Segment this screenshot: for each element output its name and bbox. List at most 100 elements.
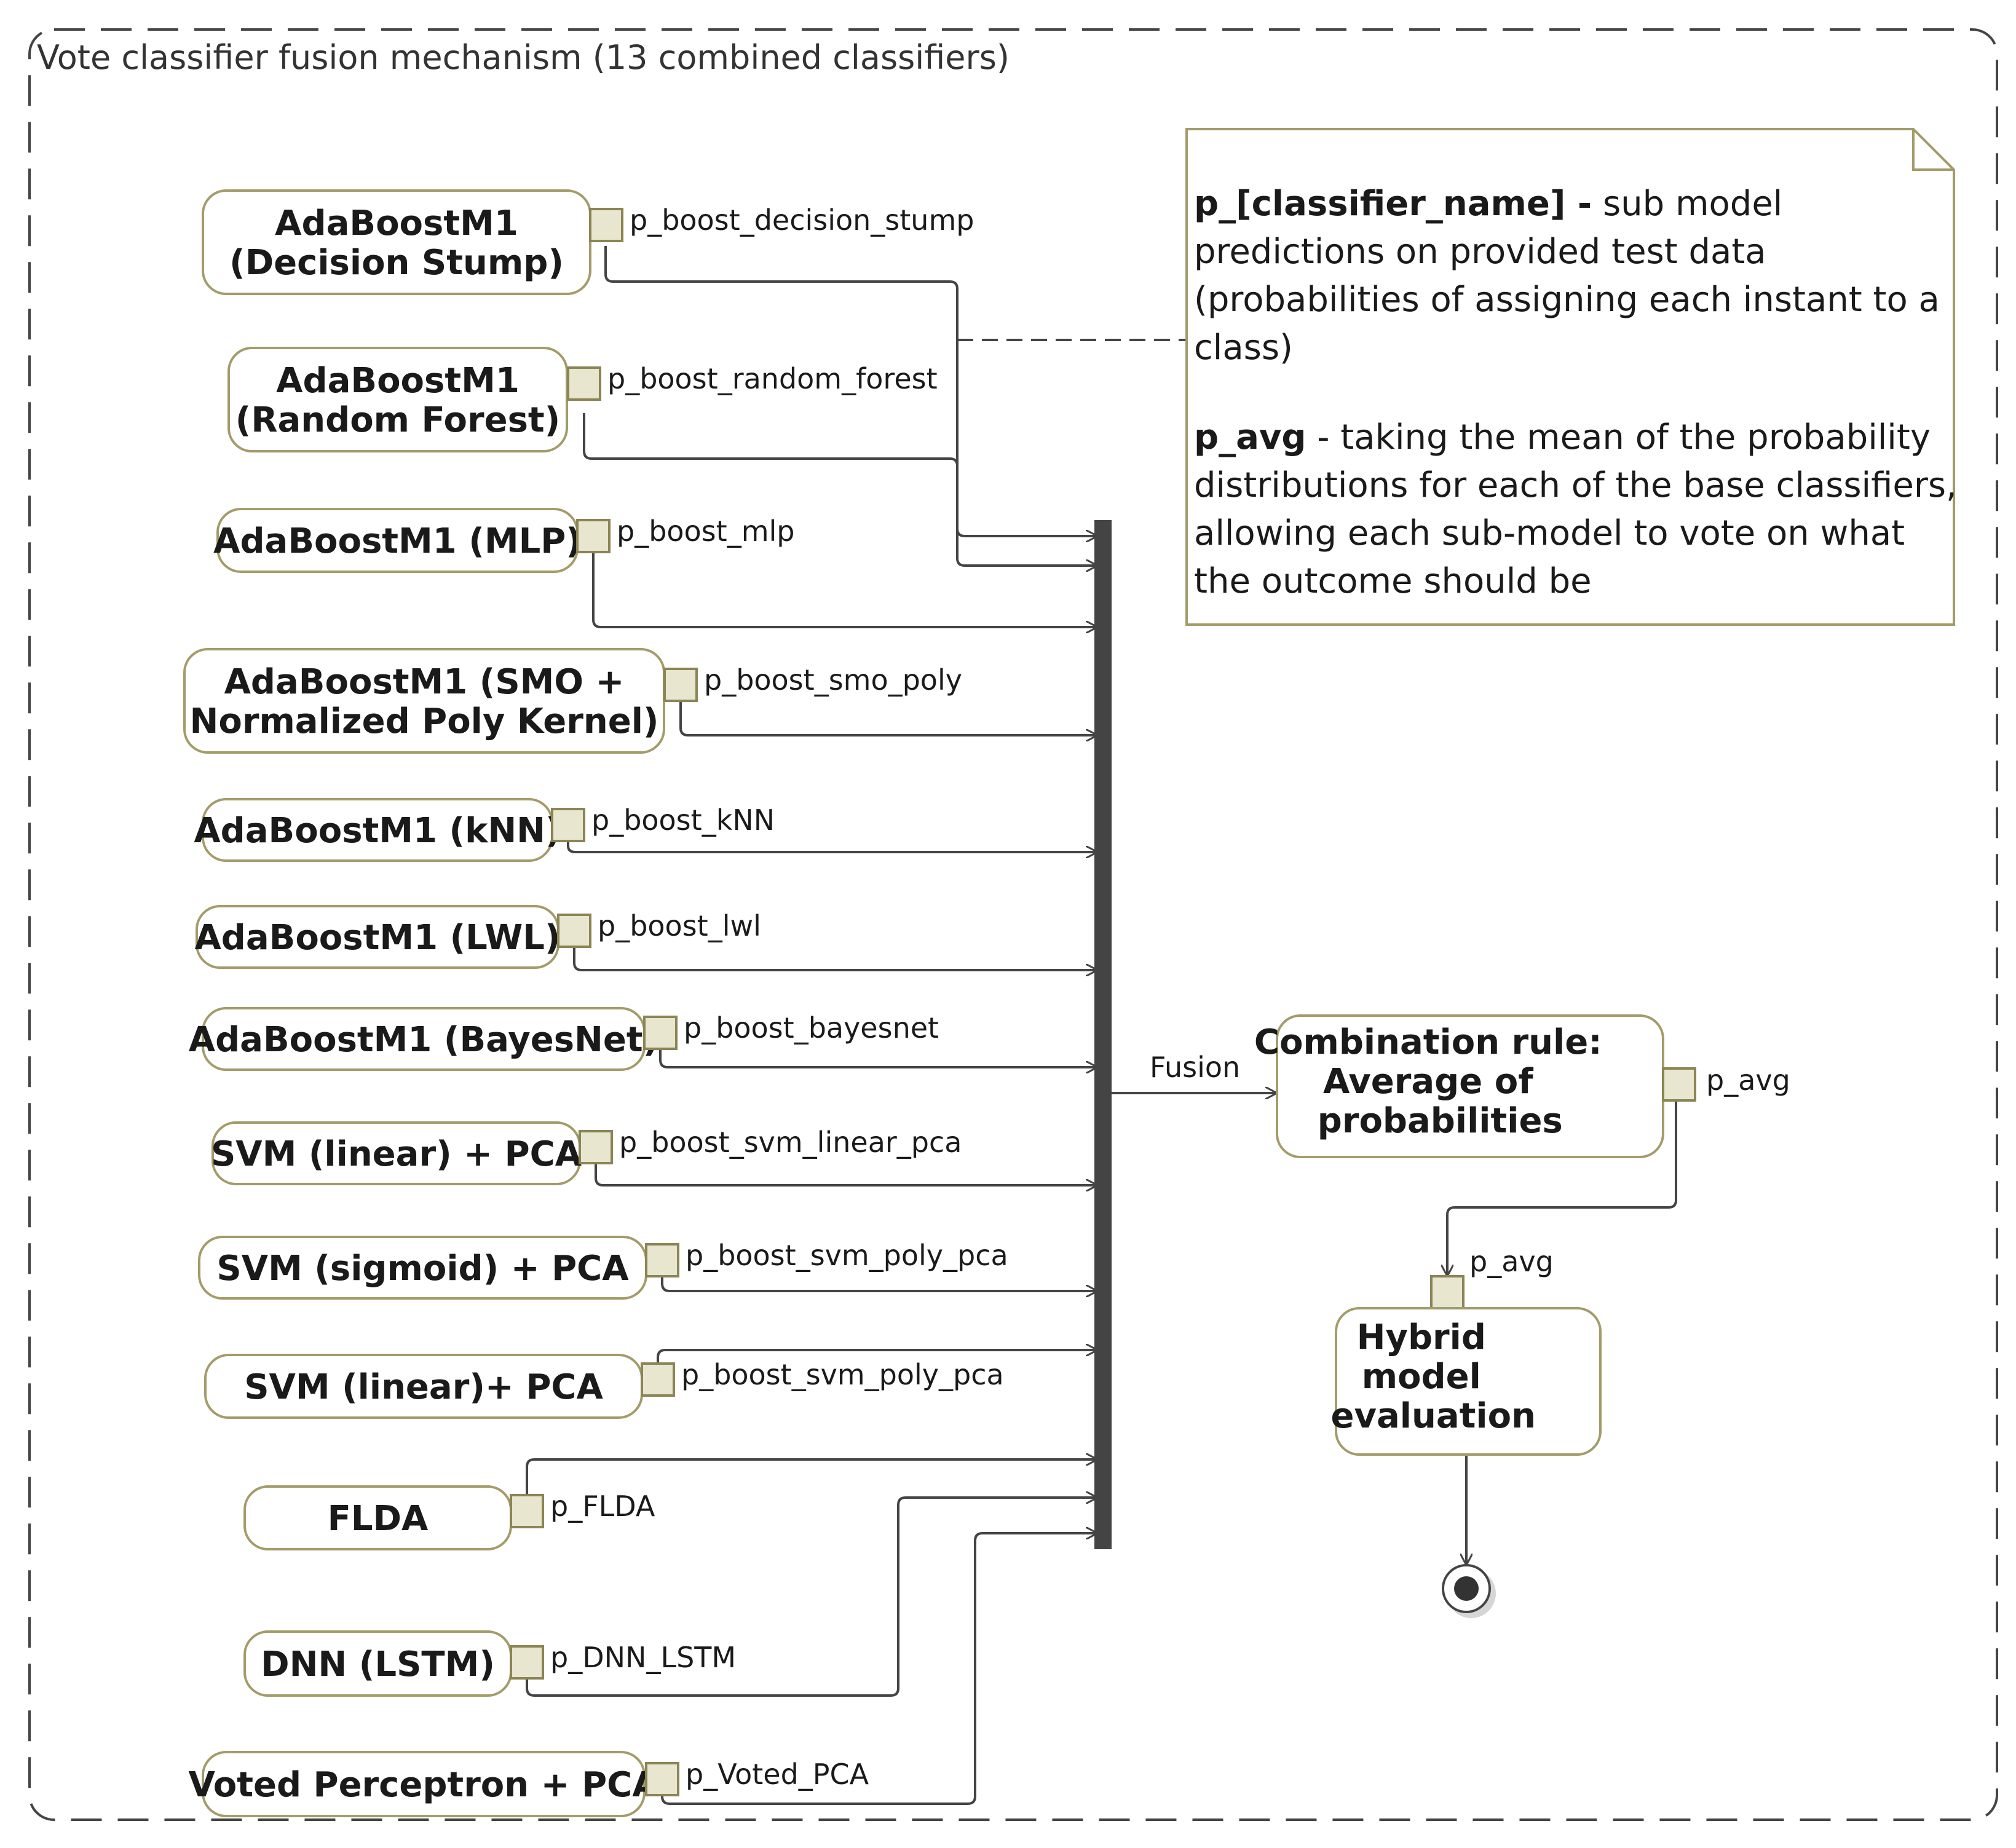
- classifier-3-node[interactable]: AdaBoostM1 (MLP): [213, 508, 582, 573]
- classifier-4-node[interactable]: AdaBoostM1 (SMO +Normalized Poly Kernel): [183, 648, 665, 754]
- classifier-3-output-pin[interactable]: [576, 519, 611, 553]
- edge-flda: [526, 1459, 1097, 1495]
- classifier-12-pin-label: p_DNN_LSTM: [550, 1641, 736, 1674]
- classifier-10-label-line: SVM (linear)+ PCA: [244, 1367, 603, 1407]
- classifier-1-node[interactable]: AdaBoostM1(Decision Stump): [202, 189, 591, 295]
- classifier-9-pin-label: p_boost_svm_poly_pca: [686, 1239, 1008, 1272]
- fork-bar: [1094, 520, 1112, 1549]
- classifier-5-label: AdaBoostM1 (kNN): [194, 811, 561, 851]
- final-node: [1442, 1564, 1496, 1618]
- note-line-5-rest: - taking the mean of the probability: [1306, 417, 1931, 457]
- note-line-5: p_avg - taking the mean of the probabili…: [1194, 417, 1931, 457]
- edge-svm-linear-pca-2: [657, 1350, 1097, 1364]
- classifier-10-node[interactable]: SVM (linear)+ PCA: [204, 1354, 643, 1419]
- edges: [526, 246, 1677, 1805]
- classifier-5-output-pin[interactable]: [551, 808, 585, 842]
- classifier-7-pin-label: p_boost_bayesnet: [684, 1011, 939, 1044]
- note-line-1-rest: sub model: [1592, 184, 1782, 224]
- note-line-2: predictions on provided test data: [1194, 232, 1766, 272]
- classifier-3-pin-label: p_boost_mlp: [617, 515, 794, 548]
- classifier-12-output-pin[interactable]: [510, 1645, 544, 1680]
- classifier-7-output-pin[interactable]: [643, 1016, 678, 1050]
- edge-combination-to-evaluation: [1447, 1100, 1677, 1276]
- classifier-12-node[interactable]: DNN (LSTM): [243, 1630, 512, 1697]
- classifier-10-label: SVM (linear)+ PCA: [244, 1367, 603, 1407]
- classifier-6-label: AdaBoostM1 (LWL): [194, 918, 560, 958]
- classifier-11-node[interactable]: FLDA: [243, 1485, 512, 1550]
- classifier-6-node[interactable]: AdaBoostM1 (LWL): [194, 905, 561, 969]
- classifier-7-label: AdaBoostM1 (BayesNet): [189, 1020, 659, 1060]
- edge-bayesnet: [659, 1049, 1097, 1067]
- edge-random-forest: [583, 413, 1097, 566]
- note-line-6: distributions for each of the base class…: [1194, 465, 1957, 505]
- note-line-3: (probabilities of assigning each instant…: [1194, 280, 1940, 320]
- classifier-8-node[interactable]: SVM (linear) + PCA: [211, 1121, 582, 1185]
- classifier-2-label-line: (Random Forest): [235, 400, 561, 440]
- classifier-2-output-pin[interactable]: [567, 366, 601, 401]
- evaluation-input-pin[interactable]: [1430, 1275, 1465, 1309]
- fusion-label: Fusion: [1150, 1051, 1240, 1084]
- note-term-classifier: p_[classifier_name] -: [1194, 184, 1592, 224]
- note-line-4: class): [1194, 328, 1293, 368]
- classifier-13-box: [202, 1751, 646, 1817]
- evaluation-node[interactable]: Hybrid model evaluation: [0, 0, 1602, 1456]
- note-line-1: p_[classifier_name] - sub model: [1194, 184, 1782, 224]
- classifier-7-label-line: AdaBoostM1 (BayesNet): [189, 1020, 659, 1060]
- classifier-1-output-pin[interactable]: [589, 208, 623, 242]
- classifier-1-pin-label: p_boost_decision_stump: [630, 203, 974, 237]
- classifier-8-pin-label: p_boost_svm_linear_pca: [619, 1126, 962, 1159]
- note-fold: [1912, 129, 1954, 171]
- edge-mlp: [592, 552, 1097, 627]
- note-term-avg: p_avg: [1194, 417, 1306, 457]
- classifier-6-output-pin[interactable]: [557, 914, 591, 948]
- classifier-9-label-line: SVM (sigmoid) + PCA: [216, 1249, 629, 1289]
- classifier-1-label-line: (Decision Stump): [229, 243, 564, 283]
- classifier-2-label: AdaBoostM1(Random Forest): [235, 361, 561, 440]
- edge-decision-stump: [604, 246, 1097, 536]
- frame-border: [28, 28, 1998, 1821]
- classifier-4-label: AdaBoostM1 (SMO +Normalized Poly Kernel): [190, 662, 659, 741]
- classifier-13-node[interactable]: Voted Perceptron + PCA: [188, 1751, 659, 1817]
- classifier-3-label-line: AdaBoostM1 (MLP): [213, 521, 582, 561]
- classifier-9-output-pin[interactable]: [645, 1243, 679, 1277]
- classifier-9-node[interactable]: SVM (sigmoid) + PCA: [198, 1236, 647, 1300]
- classifier-13-label-line: Voted Perceptron + PCA: [188, 1765, 659, 1805]
- classifier-2-label-line: AdaBoostM1: [276, 361, 520, 401]
- note: p_[classifier_name] - sub model predicti…: [1185, 128, 1957, 626]
- classifier-13-pin-label: p_Voted_PCA: [686, 1758, 869, 1791]
- classifier-4-output-pin[interactable]: [663, 668, 698, 702]
- classifier-4-pin-label: p_boost_smo_poly: [704, 663, 962, 697]
- classifier-8-output-pin[interactable]: [579, 1130, 613, 1164]
- classifier-6-pin-label: p_boost_lwl: [598, 909, 761, 942]
- classifier-12-label-line: DNN (LSTM): [261, 1645, 495, 1684]
- note-border: [1185, 128, 1955, 626]
- combination-output-pin-label: p_avg: [1706, 1064, 1790, 1097]
- classifier-10-output-pin[interactable]: [641, 1362, 675, 1397]
- note-line-8: the outcome should be: [1194, 561, 1592, 601]
- classifier-13-output-pin[interactable]: [645, 1762, 679, 1796]
- classifier-3-label: AdaBoostM1 (MLP): [213, 521, 582, 561]
- classifier-11-pin-label: p_FLDA: [550, 1490, 655, 1523]
- classifier-6-label-line: AdaBoostM1 (LWL): [194, 918, 560, 958]
- edge-svm-linear-pca: [595, 1163, 1097, 1185]
- classifier-8-label-line: SVM (linear) + PCA: [211, 1134, 582, 1174]
- combination-node[interactable]: Combination rule: Average of probabiliti…: [0, 0, 1686, 1158]
- edge-voted-pca: [661, 1533, 1097, 1805]
- evaluation-label: Hybrid model evaluation: [1331, 1317, 1536, 1436]
- edge-dnn-lstm: [526, 1498, 1097, 1697]
- edge-knn: [567, 841, 1097, 852]
- classifier-11-output-pin[interactable]: [510, 1494, 544, 1528]
- classifier-9-label: SVM (sigmoid) + PCA: [216, 1249, 629, 1289]
- classifier-8-label: SVM (linear) + PCA: [211, 1134, 582, 1174]
- combination-output-pin[interactable]: [1662, 1067, 1696, 1102]
- classifier-12-label: DNN (LSTM): [261, 1645, 495, 1684]
- classifier-nodes: AdaBoostM1(Decision Stump)p_boost_decisi…: [183, 189, 1008, 1817]
- classifier-5-node[interactable]: AdaBoostM1 (kNN): [194, 798, 561, 862]
- classifier-11-label-line: FLDA: [328, 1499, 429, 1539]
- classifier-4-label-line: AdaBoostM1 (SMO +: [224, 662, 625, 702]
- classifier-10-pin-label: p_boost_svm_poly_pca: [681, 1358, 1004, 1391]
- classifier-2-node[interactable]: AdaBoostM1(Random Forest): [227, 347, 568, 452]
- classifier-11-label: FLDA: [328, 1499, 429, 1539]
- classifier-7-node[interactable]: AdaBoostM1 (BayesNet): [189, 1007, 659, 1071]
